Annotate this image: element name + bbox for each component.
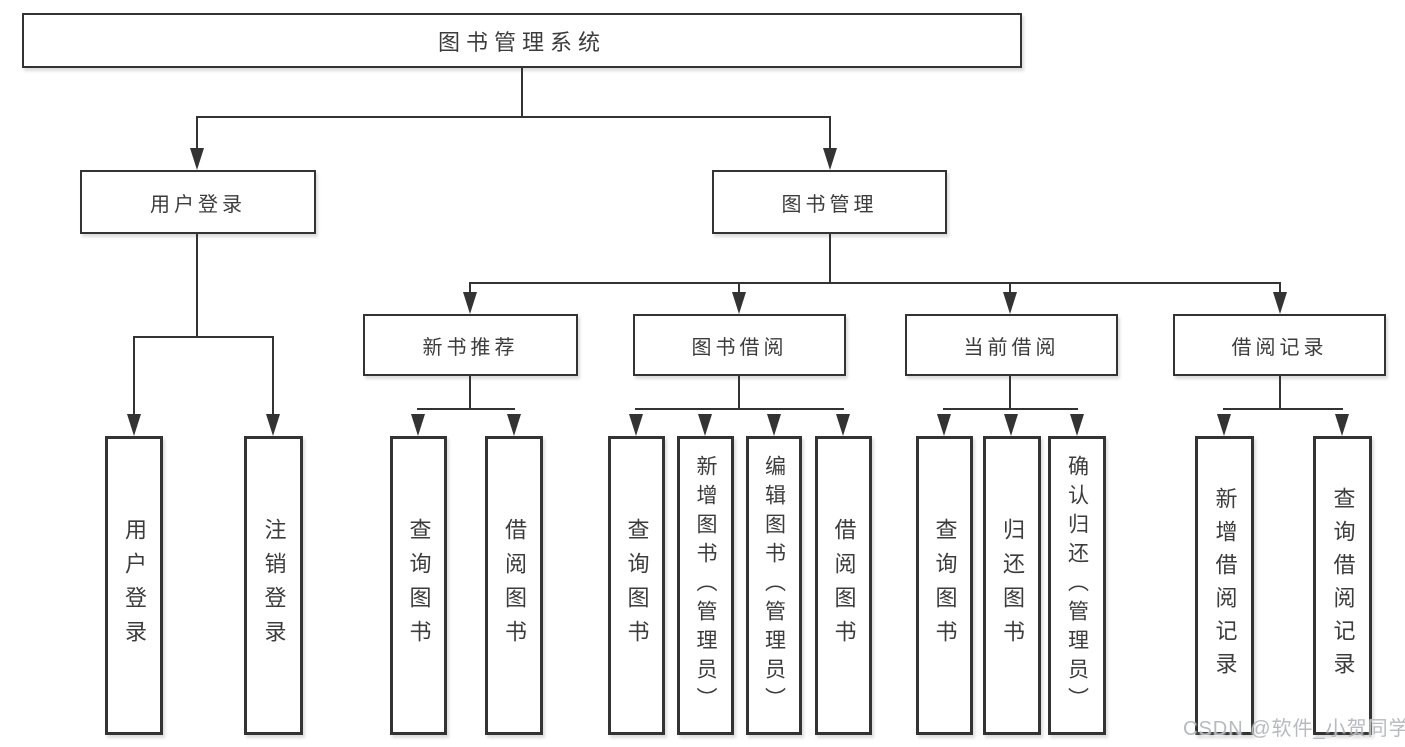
arrowhead-cb-return bbox=[1004, 414, 1018, 436]
leaf-br-query-record: 查询借阅记录 bbox=[1313, 436, 1372, 735]
connector-root-branch bbox=[196, 116, 831, 118]
connector-br-stem bbox=[1279, 376, 1281, 409]
node-borrowing-records: 借阅记录 bbox=[1173, 314, 1386, 376]
arrowhead-bb-query bbox=[629, 414, 643, 436]
connector-book-borrow-drop bbox=[738, 282, 740, 294]
leaf-label: 注销登录 bbox=[261, 517, 287, 654]
leaf-bb-add-books-admin: 新增图书（管理员） bbox=[677, 436, 734, 735]
connector-nbr-branch bbox=[417, 408, 515, 410]
arrowhead-cb-confirm bbox=[1070, 414, 1084, 436]
node-label: 借阅记录 bbox=[1231, 336, 1328, 359]
leaf-logout-login: 注销登录 bbox=[244, 436, 303, 735]
leaf-nbr-query-books: 查询图书 bbox=[390, 436, 447, 735]
node-label: 新书推荐 bbox=[422, 336, 519, 359]
arrowhead-bb-add bbox=[698, 414, 712, 436]
node-current-borrowing: 当前借阅 bbox=[905, 314, 1118, 376]
leaf-cb-confirm-return-admin: 确认归还（管理员） bbox=[1048, 436, 1106, 735]
leaf-label: 查询图书 bbox=[624, 517, 650, 654]
node-book-borrowing: 图书借阅 bbox=[633, 314, 846, 376]
connector-user-login-stem bbox=[196, 234, 198, 337]
leaf-label: 编辑图书（管理员） bbox=[762, 455, 786, 716]
connector-bb-stem bbox=[738, 376, 740, 409]
connector-cb-branch bbox=[943, 408, 1078, 410]
connector-user-login-drop bbox=[196, 116, 198, 150]
connector-book-mgmt-drop bbox=[829, 116, 831, 150]
leaf-bb-edit-books-admin: 编辑图书（管理员） bbox=[746, 436, 802, 735]
arrowhead-book-mgmt bbox=[823, 148, 837, 170]
leaf-user-login: 用户登录 bbox=[105, 436, 163, 735]
connector-leaf-logout-drop bbox=[272, 336, 274, 415]
connector-current-borrow-drop bbox=[1009, 282, 1011, 294]
connector-book-mgmt-stem bbox=[829, 234, 831, 283]
connector-borrow-records-drop bbox=[1279, 282, 1281, 294]
arrowhead-nbr-borrow bbox=[507, 414, 521, 436]
leaf-label: 查询图书 bbox=[932, 517, 958, 654]
connector-nbr-stem bbox=[469, 376, 471, 409]
arrowhead-user-login bbox=[190, 148, 204, 170]
connector-br-branch bbox=[1223, 408, 1343, 410]
node-label: 图书借阅 bbox=[691, 336, 788, 359]
leaf-label: 查询借阅记录 bbox=[1330, 486, 1356, 685]
leaf-label: 新增图书（管理员） bbox=[694, 455, 717, 716]
connector-bb-branch bbox=[635, 408, 844, 410]
connector-cb-stem bbox=[1009, 376, 1011, 409]
connector-new-book-rec-drop bbox=[469, 282, 471, 294]
node-book-management: 图书管理 bbox=[712, 170, 947, 234]
arrowhead-leaf-user-login bbox=[127, 414, 141, 436]
arrowhead-borrow-records bbox=[1273, 292, 1287, 314]
connector-root-stem bbox=[521, 68, 523, 117]
arrowhead-br-add bbox=[1217, 414, 1231, 436]
leaf-label: 查询图书 bbox=[406, 517, 432, 654]
node-label: 图书管理系统 bbox=[437, 29, 606, 55]
leaf-label: 新增借阅记录 bbox=[1212, 486, 1238, 685]
node-label: 图书管理 bbox=[781, 193, 878, 216]
leaf-label: 确认归还（管理员） bbox=[1065, 455, 1089, 716]
csdn-watermark: CSDN @软件_小贺同学 bbox=[1183, 718, 1405, 740]
leaf-bb-query-books: 查询图书 bbox=[608, 436, 665, 735]
arrowhead-book-borrow bbox=[732, 292, 746, 314]
node-user-login: 用户登录 bbox=[80, 170, 316, 234]
arrowhead-new-book-rec bbox=[463, 292, 477, 314]
arrowhead-bb-edit bbox=[767, 414, 781, 436]
node-label: 用户登录 bbox=[150, 193, 246, 216]
node-new-book-recommend: 新书推荐 bbox=[363, 314, 578, 376]
leaf-cb-query-books: 查询图书 bbox=[916, 436, 973, 735]
connector-user-login-branch bbox=[133, 336, 274, 338]
leaf-cb-return-books: 归还图书 bbox=[983, 436, 1041, 735]
connector-leaf-user-login-drop bbox=[133, 336, 135, 415]
leaf-label: 借阅图书 bbox=[831, 517, 857, 654]
leaf-br-add-record: 新增借阅记录 bbox=[1195, 436, 1254, 735]
leaf-bb-borrow-books: 借阅图书 bbox=[815, 436, 872, 735]
leaf-label: 借阅图书 bbox=[502, 517, 527, 654]
arrowhead-cb-query bbox=[937, 414, 951, 436]
arrowhead-bb-borrow bbox=[836, 414, 850, 436]
arrowhead-current-borrow bbox=[1003, 292, 1017, 314]
node-library-management-system: 图书管理系统 bbox=[22, 13, 1022, 68]
arrowhead-br-query bbox=[1335, 414, 1349, 436]
leaf-label: 归还图书 bbox=[1000, 517, 1025, 654]
arrowhead-nbr-query bbox=[411, 414, 425, 436]
node-label: 当前借阅 bbox=[963, 336, 1060, 359]
connector-book-mgmt-branch bbox=[469, 282, 1281, 284]
arrowhead-leaf-logout bbox=[266, 414, 280, 436]
leaf-nbr-borrow-books: 借阅图书 bbox=[485, 436, 543, 735]
leaf-label: 用户登录 bbox=[122, 517, 147, 654]
